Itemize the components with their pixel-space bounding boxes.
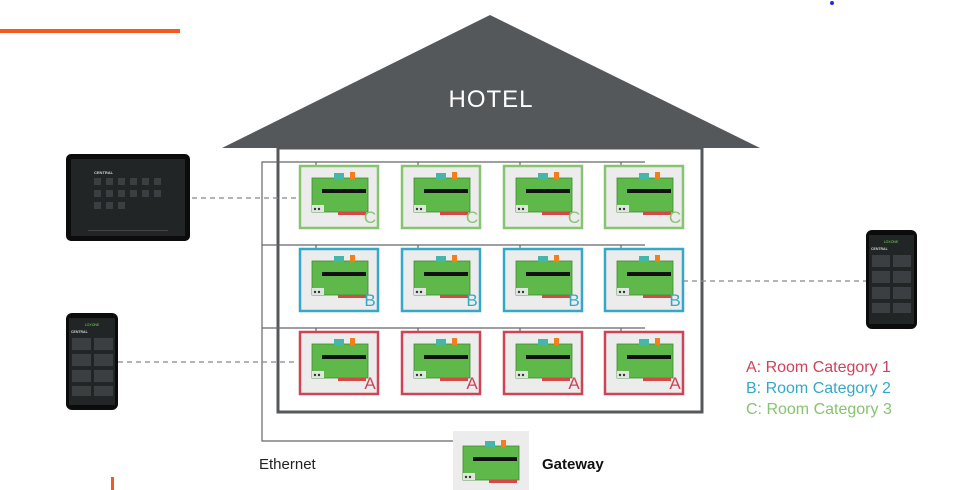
room-board	[616, 337, 674, 382]
room-category-letter: A	[466, 374, 478, 393]
gateway-board	[462, 439, 520, 484]
right-phone-brand: LOXONE	[884, 240, 899, 244]
room-board	[515, 254, 573, 299]
room-a-3: A	[502, 330, 584, 396]
room-grid: C C C C B B B B A A A A	[298, 164, 685, 396]
room-category-letter: C	[466, 208, 478, 227]
room-category-letter: B	[364, 291, 375, 310]
room-a-1: A	[298, 330, 380, 396]
room-c-2: C	[400, 164, 482, 230]
room-category-letter: C	[364, 208, 376, 227]
room-a-4: A	[603, 330, 685, 396]
room-a-2: A	[400, 330, 482, 396]
legend: A: Room Category 1 B: Room Category 2 C: R…	[746, 359, 892, 418]
hotel-title: HOTEL	[448, 86, 533, 113]
room-category-letter: B	[568, 291, 579, 310]
room-board	[515, 171, 573, 216]
room-board	[311, 254, 369, 299]
hotel-roof	[222, 15, 760, 148]
gateway	[453, 431, 529, 490]
left-phone-device: LOXONE CENTRAL	[66, 313, 118, 410]
legend-item: C: Room Category 3	[746, 401, 892, 418]
room-b-3: B	[502, 247, 584, 313]
room-c-3: C	[502, 164, 584, 230]
room-c-4: C	[603, 164, 685, 230]
room-b-4: B	[603, 247, 685, 313]
room-board	[311, 337, 369, 382]
room-board	[616, 254, 674, 299]
legend-item: B: Room Category 2	[746, 380, 891, 397]
room-board	[413, 337, 471, 382]
room-b-2: B	[400, 247, 482, 313]
room-category-letter: A	[568, 374, 580, 393]
accent-line-top	[0, 29, 180, 33]
right-phone-screen-title: CENTRAL	[871, 247, 889, 251]
ethernet-label: Ethernet	[259, 456, 317, 473]
room-board	[413, 254, 471, 299]
room-board	[616, 171, 674, 216]
room-b-1: B	[298, 247, 380, 313]
accent-line-bottom	[111, 477, 114, 490]
gateway-label: Gateway	[542, 456, 604, 473]
room-category-letter: A	[669, 374, 681, 393]
room-board	[311, 171, 369, 216]
room-category-letter: C	[669, 208, 681, 227]
left-phone-screen-title: CENTRAL	[71, 330, 89, 334]
tablet-screen-title: CENTRAL	[94, 170, 114, 175]
room-c-1: C	[298, 164, 380, 230]
room-category-letter: A	[364, 374, 376, 393]
room-board	[515, 337, 573, 382]
right-phone-device: LOXONE CENTRAL	[866, 230, 917, 329]
hotel-building	[276, 146, 704, 414]
legend-item: A: Room Category 1	[746, 359, 891, 376]
accent-dot	[830, 1, 834, 5]
room-category-letter: B	[669, 291, 680, 310]
left-phone-brand: LOXONE	[85, 323, 100, 327]
room-category-letter: C	[568, 208, 580, 227]
device-links	[118, 197, 866, 363]
room-board	[413, 171, 471, 216]
tablet-device: CENTRAL	[66, 154, 190, 241]
room-category-letter: B	[466, 291, 477, 310]
